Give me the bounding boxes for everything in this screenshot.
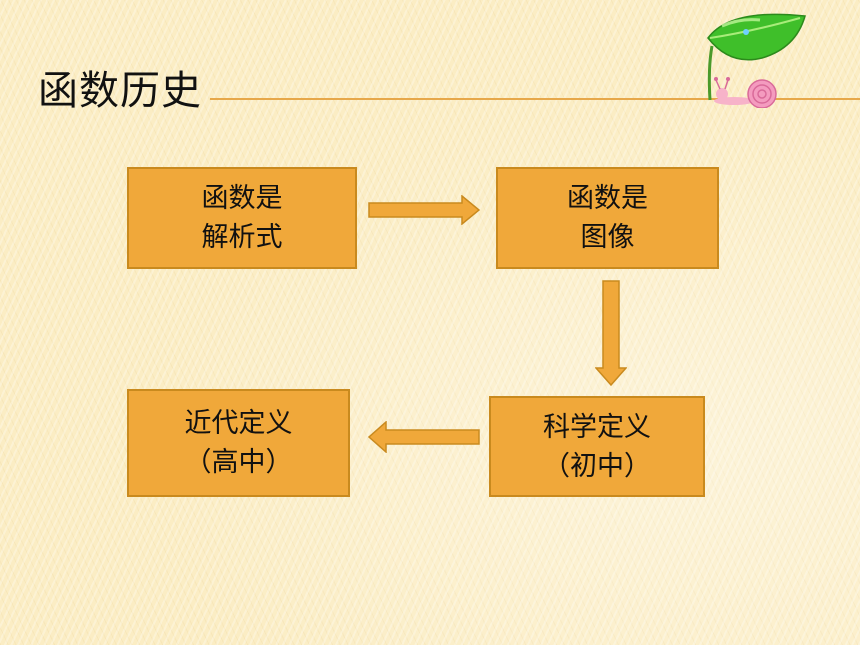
- arrow-right-icon: [368, 195, 480, 225]
- arrow-down-icon: [595, 280, 627, 386]
- box-line: 图像: [580, 222, 635, 253]
- slide-title: 函数历史: [38, 68, 202, 114]
- box-line: 函数是: [201, 183, 283, 214]
- box-line: （初中）: [543, 450, 651, 482]
- title-underline: [210, 98, 860, 100]
- box-graph: 函数是 图像: [496, 167, 719, 269]
- box-line: 近代定义: [184, 408, 293, 439]
- arrow-left-icon: [368, 421, 480, 453]
- box-line: 函数是: [567, 183, 648, 214]
- leaf-snail-icon: [707, 13, 806, 108]
- box-analytic-expression: 函数是 解析式: [127, 167, 357, 269]
- box-scientific-definition: 科学定义 （初中）: [489, 396, 705, 497]
- box-line: （高中）: [184, 447, 293, 478]
- box-modern-definition: 近代定义 （高中）: [127, 389, 350, 497]
- box-line: 解析式: [201, 222, 283, 253]
- box-line: 科学定义: [543, 411, 651, 443]
